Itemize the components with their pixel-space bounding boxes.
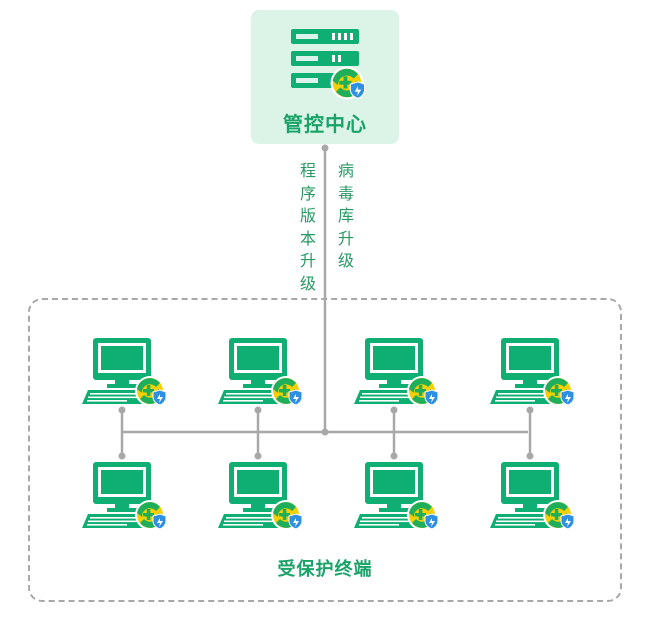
protected-zone-label: 受保护终端 [277, 559, 373, 580]
connection-dot [390, 452, 398, 460]
connection-dot [321, 144, 329, 152]
connection-dot [118, 406, 126, 414]
connection-dot [390, 406, 398, 414]
program-upgrade-label: 程序版本升级 [299, 161, 316, 293]
terminal-computer-icon [82, 338, 166, 406]
terminal-computer-icon [490, 462, 574, 530]
connection-dot [321, 428, 329, 436]
terminal-computer-icon [490, 338, 574, 406]
connection-dot [254, 452, 262, 460]
connection-dot [526, 406, 534, 414]
terminal-computer-icon [354, 462, 438, 530]
connection-dot [254, 406, 262, 414]
connection-dot [526, 452, 534, 460]
virus-db-upgrade-label: 病毒库升级 [337, 161, 354, 270]
connection-dot [118, 452, 126, 460]
control-center-label: 管控中心 [283, 112, 367, 136]
terminal-computer-icon [218, 462, 302, 530]
server-icon [291, 29, 366, 101]
terminal-computer-icon [354, 338, 438, 406]
connection-lines [120, 148, 532, 456]
terminal-computer-icon [82, 462, 166, 530]
terminal-computer-icon [218, 338, 302, 406]
